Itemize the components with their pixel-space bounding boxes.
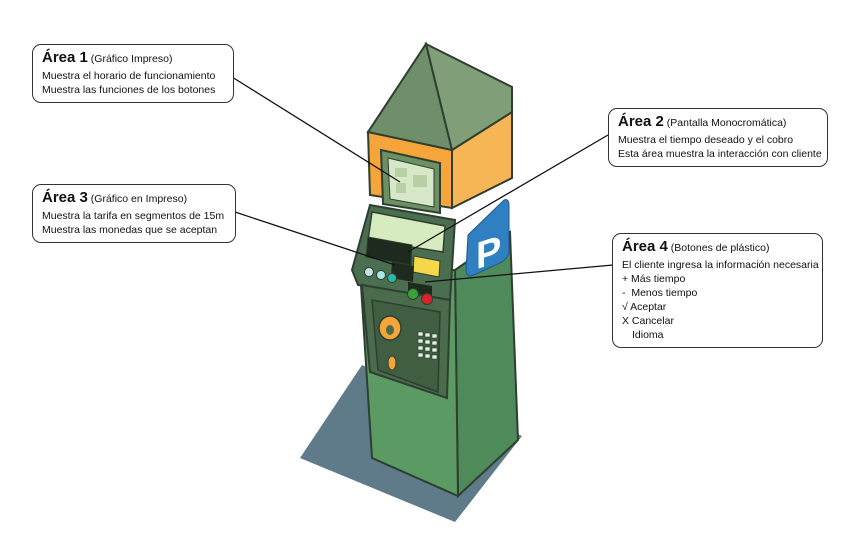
area4-line: El cliente ingresa la información necesa… (622, 259, 819, 271)
callout-area3: Área 3 (Gráfico en Impreso) Muestra la t… (32, 184, 236, 243)
area4-option-cancel: X Cancelar (622, 315, 674, 327)
leader-line-area1 (231, 76, 401, 183)
button-teal (387, 273, 397, 283)
area1-line: Muestra el horario de funcionamiento (42, 70, 216, 82)
button-red (421, 293, 433, 305)
area4-option-more-time: + Más tiempo (622, 273, 686, 285)
area2-subtitle: (Pantalla Monocromática) (666, 117, 787, 129)
button-light-2 (376, 270, 386, 280)
keypad-icon (417, 331, 438, 360)
callout-area2: Área 2 (Pantalla Monocromática) Muestra … (608, 108, 828, 167)
parking-sign-letter: P (476, 228, 501, 278)
leader-line-area2 (407, 134, 609, 253)
area4-option-less-time: - Menos tiempo (622, 287, 698, 299)
leader-line-area4 (424, 264, 614, 283)
area3-subtitle: (Gráfico en Impreso) (90, 193, 188, 205)
area2-line: Esta área muestra la interacción con cli… (618, 148, 822, 160)
button-green (407, 288, 419, 300)
orange-oval (387, 355, 397, 371)
area1-line: Muestra las funciones de los botones (42, 84, 216, 96)
area1-subtitle: (Gráfico Impreso) (90, 53, 173, 65)
area3-title: Área 3 (42, 189, 88, 206)
area4-option-accept: √ Aceptar (622, 301, 667, 313)
callout-area1: Área 1 (Gráfico Impreso) Muestra el hora… (32, 44, 234, 103)
area4-title: Área 4 (622, 238, 668, 255)
area1-title: Área 1 (42, 49, 88, 66)
leader-line-area3 (234, 211, 396, 266)
area3-line: Muestra la tarifa en segmentos de 15m (42, 210, 225, 222)
callout-area4: Área 4 (Botones de plástico) El cliente … (612, 233, 823, 348)
button-light-1 (364, 267, 374, 277)
area2-title: Área 2 (618, 113, 664, 130)
area4-option-language: Idioma (632, 329, 664, 341)
parking-p-icon (465, 199, 510, 277)
roof-side (424, 42, 513, 152)
area2-line: Muestra el tiempo deseado y el cobro (618, 134, 794, 146)
area4-subtitle: (Botones de plástico) (670, 242, 770, 254)
area3-line: Muestra las monedas que se aceptan (42, 224, 218, 236)
area2-monochrome-screen (365, 236, 413, 266)
